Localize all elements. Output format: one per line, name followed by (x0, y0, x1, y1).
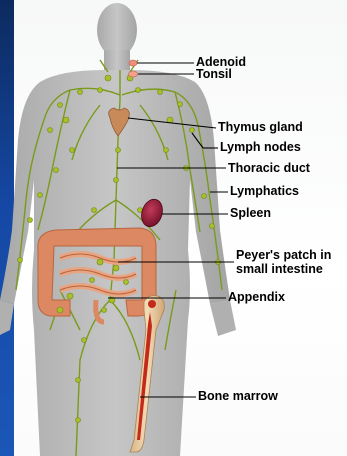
label-peyers-patch-line1: Peyer's patch in (236, 249, 331, 262)
tonsil-organ (129, 71, 138, 77)
label-peyers-patch-line2: small intestine (236, 263, 323, 276)
label-appendix: Appendix (228, 291, 285, 304)
label-thymus-gland: Thymus gland (218, 121, 303, 134)
label-lymph-nodes: Lymph nodes (220, 141, 301, 154)
adenoid-organ (129, 60, 137, 66)
label-spleen: Spleen (230, 207, 271, 220)
label-tonsil: Tonsil (196, 68, 232, 81)
label-thoracic-duct: Thoracic duct (228, 162, 310, 175)
label-bone-marrow: Bone marrow (198, 390, 278, 403)
label-lymphatics: Lymphatics (230, 185, 299, 198)
